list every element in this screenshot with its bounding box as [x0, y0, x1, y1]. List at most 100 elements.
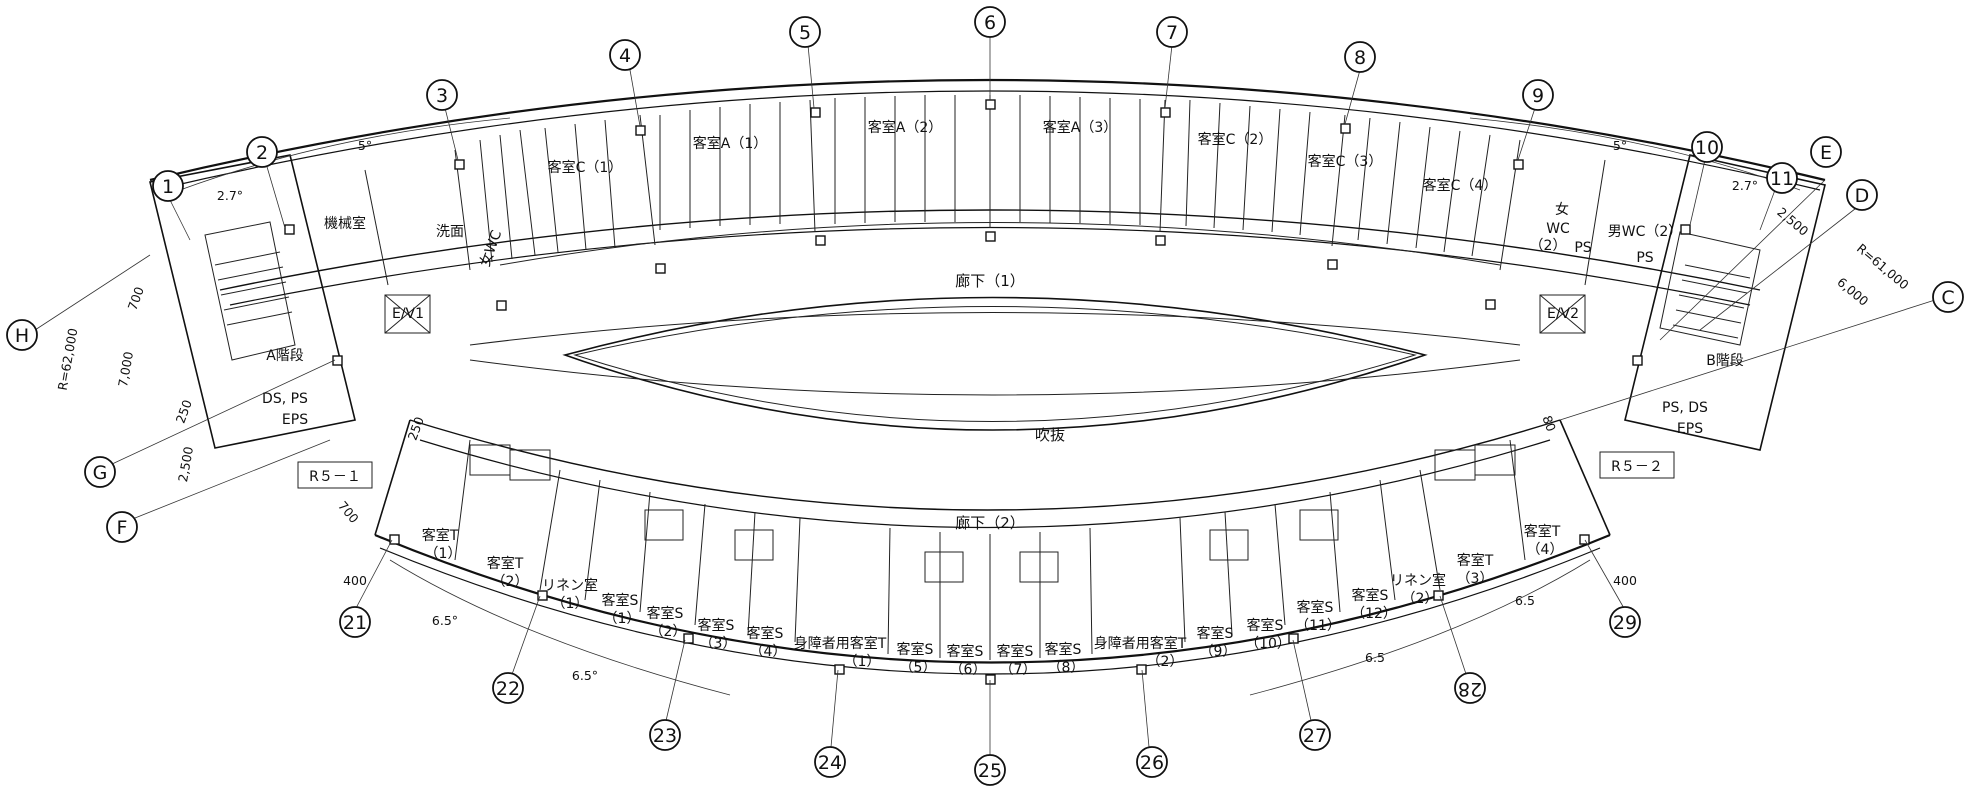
room-label-t2-num: （2）	[492, 574, 529, 590]
svg-text:3: 3	[436, 85, 448, 107]
grid-bubble-21: 21	[339, 606, 371, 638]
room-label-ps-right-top: PS	[1574, 240, 1591, 256]
svg-text:E: E	[1820, 142, 1832, 164]
svg-text:2: 2	[256, 142, 268, 164]
room-label-s4-num: （4）	[750, 644, 787, 660]
grid-bubble-11: 11	[1766, 162, 1798, 194]
svg-text:11: 11	[1770, 168, 1794, 190]
dim-6-5-d: 6.5	[1515, 593, 1535, 608]
room-label-s2: 客室S	[647, 605, 684, 622]
room-label-s10-num: （10）	[1245, 636, 1291, 652]
section-tag-r5-2: R５－２	[1611, 459, 1663, 475]
svg-text:7: 7	[1166, 22, 1178, 44]
room-label-stair-b: B階段	[1706, 353, 1744, 369]
grid-bubble-7: 7	[1156, 16, 1188, 48]
svg-text:25: 25	[978, 760, 1002, 782]
svg-text:4: 4	[619, 45, 631, 67]
room-label-wc-m: 男WC（2）	[1608, 224, 1683, 240]
room-label-linen2: リネン室	[1390, 572, 1446, 589]
grid-bubble-2: 2	[246, 136, 278, 168]
room-label-s5: 客室S	[897, 641, 934, 658]
room-label-t4-num: （4）	[1527, 542, 1564, 558]
grid-bubble-25: 25	[974, 754, 1006, 786]
grid-bubble-G: G	[84, 456, 116, 488]
room-label-s7-num: （7）	[1000, 662, 1037, 678]
room-label-wc-f-right-2: WC	[1546, 221, 1570, 237]
room-label-wc-f-left: 女WC	[476, 228, 505, 269]
room-label-s3: 客室S	[698, 617, 735, 634]
stair-a	[214, 251, 293, 326]
room-label-ht2: 身障者用客室T	[1094, 635, 1187, 652]
grid-bubble-1: 1	[152, 170, 184, 202]
svg-text:C: C	[1941, 287, 1954, 309]
lower-room-partitions	[454, 439, 1526, 660]
dim-6-5-a: 6.5°	[432, 613, 458, 628]
room-label-corridor-2: 廊下（2）	[955, 514, 1025, 532]
dim-2-7-left: 2.7°	[217, 188, 243, 203]
room-label-s9: 客室S	[1197, 625, 1234, 642]
dim-700-left: 700	[125, 285, 147, 313]
svg-text:23: 23	[653, 725, 677, 747]
grid-bubble-H: H	[6, 319, 38, 351]
dim-250-center: 250	[405, 415, 427, 443]
room-label-ht2-num: （2）	[1147, 654, 1184, 670]
grid-bubble-29: 29	[1609, 606, 1641, 638]
dim-2-7-right: 2.7°	[1732, 178, 1758, 193]
room-label-ht1: 身障者用客室T	[794, 635, 887, 652]
room-label-t1-num: （1）	[425, 546, 462, 562]
room-label-linen1: リネン室	[542, 577, 598, 594]
room-label-c3: 客室C（3）	[1308, 153, 1383, 170]
room-labels: 機械室 洗面 女WC E/V1 A階段 DS, PS EPS 客室C（1） 客室…	[262, 119, 1744, 678]
room-label-t3: 客室T	[1457, 552, 1494, 569]
room-label-ds-ps: DS, PS	[262, 391, 308, 407]
dim-250-left: 250	[173, 398, 195, 426]
room-label-t4: 客室T	[1524, 523, 1561, 540]
grid-bubble-8: 8	[1344, 41, 1376, 73]
dim-5-left: 5°	[358, 138, 372, 153]
svg-text:6: 6	[984, 12, 996, 34]
dim-2500-left: 2,500	[175, 445, 196, 483]
room-label-wc-f-right-3: （2）	[1530, 238, 1567, 254]
svg-text:10: 10	[1695, 137, 1719, 159]
room-label-t1: 客室T	[422, 527, 459, 544]
dim-6-5-c: 6.5	[1365, 650, 1385, 665]
room-label-s3-num: （3）	[700, 636, 737, 652]
grid-lines	[34, 35, 1936, 770]
elevator-1	[384, 294, 431, 334]
dim-7000: 7,000	[115, 350, 136, 388]
room-label-atrium: 吹抜	[1035, 426, 1065, 444]
svg-text:G: G	[93, 462, 108, 484]
grid-bubble-5: 5	[789, 16, 821, 48]
svg-text:29: 29	[1613, 612, 1637, 634]
room-label-s8: 客室S	[1045, 641, 1082, 658]
dim-6-5-b: 6.5°	[572, 668, 598, 683]
svg-text:F: F	[117, 517, 128, 539]
room-label-machine: 機械室	[324, 215, 366, 232]
room-label-ev2: E/V2	[1547, 306, 1579, 322]
svg-text:5: 5	[799, 22, 811, 44]
room-label-a1: 客室A（1）	[693, 135, 767, 152]
dim-2500-right: 2,500	[1774, 204, 1811, 239]
dim-400-right: 400	[1613, 573, 1637, 588]
svg-text:21: 21	[343, 612, 367, 634]
room-label-ev1: E/V1	[392, 306, 424, 322]
svg-text:27: 27	[1303, 725, 1327, 747]
room-label-c4: 客室C（4）	[1423, 177, 1498, 194]
svg-text:D: D	[1855, 185, 1870, 207]
room-label-corridor-1: 廊下（1）	[955, 272, 1025, 290]
elevator-2	[1539, 294, 1586, 334]
grid-bubble-10: 10	[1691, 131, 1723, 163]
stair-b	[1672, 264, 1751, 339]
room-label-s11-num: （11）	[1295, 618, 1341, 634]
grid-bubble-F: F	[106, 511, 138, 543]
room-label-s12-num: （12）	[1351, 606, 1397, 622]
room-label-s5-num: （5）	[900, 660, 937, 676]
room-label-eps-left: EPS	[282, 412, 308, 428]
svg-text:24: 24	[818, 752, 842, 774]
dim-6000: 6,000	[1834, 274, 1871, 309]
dim-r61000: R=61,000	[1854, 241, 1912, 293]
svg-text:1: 1	[162, 176, 174, 198]
svg-text:8: 8	[1354, 47, 1366, 69]
structural-columns	[284, 99, 1691, 685]
room-label-s6-num: （6）	[950, 662, 987, 678]
